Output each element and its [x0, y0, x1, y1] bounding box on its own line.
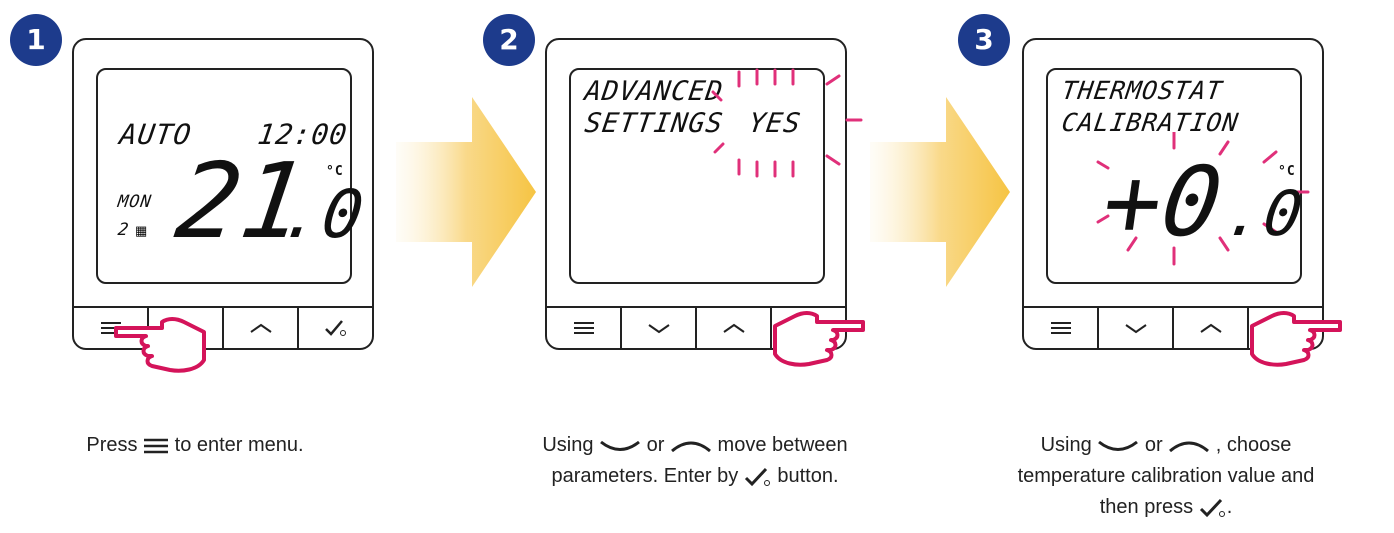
caption-text: parameters. Enter by: [551, 465, 738, 487]
check-power-icon: [1199, 498, 1227, 518]
calibration-decimal: .0: [1221, 180, 1307, 248]
chevron-down-icon: [647, 322, 671, 334]
step-number-badge: 2: [483, 14, 535, 66]
chevron-down-icon: [1124, 322, 1148, 334]
step-caption: Press to enter menu.: [30, 430, 360, 461]
temperature-decimal: .0: [277, 180, 368, 250]
step-3: 3 THERMOSTAT CALIBRATION +0 .0 °C: [950, 0, 1350, 533]
up-button[interactable]: [1174, 308, 1249, 348]
caption-text: to enter menu.: [175, 434, 304, 456]
chevron-up-icon: [670, 439, 712, 453]
chevron-up-icon: [1199, 322, 1223, 334]
menu-icon: [573, 321, 595, 335]
chevron-down-icon: [1097, 439, 1139, 453]
step-1: 1 AUTO 12:00 MON 2 ▦ 21 .0 °C Pr: [0, 0, 400, 533]
step-number-badge: 1: [10, 14, 62, 66]
lcd-display: THERMOSTAT CALIBRATION +0 .0 °C: [1046, 68, 1302, 284]
menu-line-1: THERMOSTAT: [1060, 76, 1225, 105]
caption-text: then press: [1100, 496, 1193, 518]
pointing-hand-icon: [112, 308, 208, 378]
step-caption: Using or , choose temperature calibratio…: [966, 430, 1366, 523]
mode-label: AUTO: [118, 118, 194, 151]
caption-text: Press: [86, 434, 137, 456]
lcd-display: AUTO 12:00 MON 2 ▦ 21 .0 °C: [96, 68, 352, 284]
step-number-badge: 3: [958, 14, 1010, 66]
lcd-display: ADVANCED SETTINGS YES: [569, 68, 825, 284]
blink-indicator: [709, 64, 869, 194]
caption-text: or: [647, 434, 665, 456]
confirm-button[interactable]: [299, 308, 372, 348]
pointing-hand-icon: [1248, 302, 1344, 372]
pointing-hand-icon: [771, 302, 867, 372]
calendar-icon: ▦: [135, 223, 147, 239]
chevron-down-icon: [599, 439, 641, 453]
menu-line-1: ADVANCED: [583, 76, 725, 107]
down-button[interactable]: [1099, 308, 1174, 348]
menu-line-2: SETTINGS: [583, 108, 725, 139]
caption-text: .: [1227, 496, 1233, 518]
thermostat-device: AUTO 12:00 MON 2 ▦ 21 .0 °C: [72, 38, 374, 350]
down-button[interactable]: [622, 308, 697, 348]
day-label: MON: [117, 192, 154, 212]
caption-text: move between: [718, 434, 848, 456]
caption-text: or: [1145, 434, 1163, 456]
check-power-icon: [324, 319, 348, 337]
caption-text: , choose: [1216, 434, 1292, 456]
caption-text: Using: [542, 434, 593, 456]
unit-label: °C: [326, 164, 344, 179]
program-label: 2: [117, 220, 131, 240]
up-button[interactable]: [224, 308, 299, 348]
up-button[interactable]: [697, 308, 772, 348]
menu-icon: [1050, 321, 1072, 335]
chevron-up-icon: [1168, 439, 1210, 453]
caption-text: button.: [777, 465, 838, 487]
check-power-icon: [744, 467, 772, 487]
menu-icon: [143, 437, 169, 455]
step-2: 2 ADVANCED SETTINGS YES: [475, 0, 875, 533]
chevron-up-icon: [249, 322, 273, 334]
menu-button[interactable]: [547, 308, 622, 348]
unit-label: °C: [1278, 164, 1296, 179]
caption-text: temperature calibration value and: [1018, 465, 1315, 487]
caption-text: Using: [1041, 434, 1092, 456]
step-caption: Using or move between parameters. Enter …: [495, 430, 895, 492]
calibration-value: +0: [1097, 150, 1229, 254]
chevron-up-icon: [722, 322, 746, 334]
menu-button[interactable]: [1024, 308, 1099, 348]
